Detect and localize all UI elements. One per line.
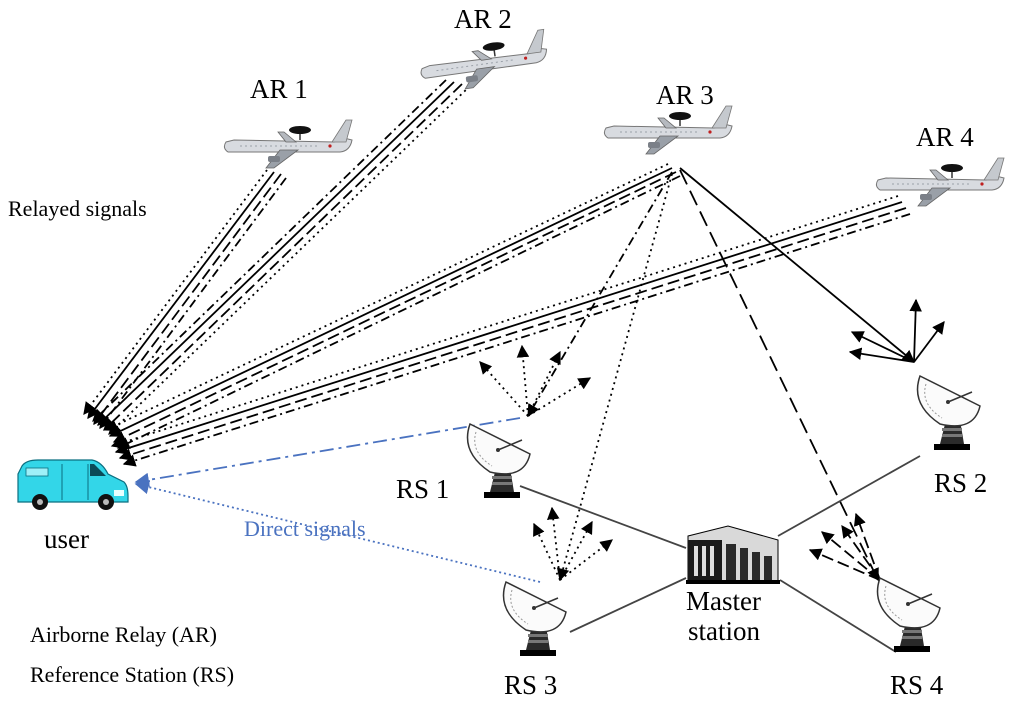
- direct-signal-lines: [134, 417, 541, 583]
- label-ar3: AR 3: [656, 80, 714, 110]
- scatter-rs2: [848, 298, 945, 363]
- label-ar1: AR 1: [250, 74, 308, 104]
- airplane-icon: [875, 157, 1005, 207]
- station-links: [519, 455, 921, 653]
- label-user: user: [44, 524, 89, 554]
- label-rs3: RS 3: [504, 670, 557, 700]
- label-direct-signals: Direct signals: [244, 516, 366, 541]
- scatter-rs4: [808, 512, 881, 581]
- building-icon: [686, 525, 780, 584]
- label-rs4: RS 4: [890, 670, 944, 700]
- label-rs1: RS 1: [396, 474, 449, 504]
- satellite-dish-icon: [502, 581, 567, 657]
- airplane-icon: [416, 28, 552, 96]
- airplane-icon: [603, 105, 733, 155]
- scatter-rs3: [533, 506, 613, 581]
- label-rs2: RS 2: [934, 468, 987, 498]
- scatter-rs1: [479, 344, 592, 417]
- label-master-line2: station: [688, 616, 760, 646]
- label-ar4: AR 4: [916, 122, 974, 152]
- label-relayed-signals: Relayed signals: [8, 196, 147, 221]
- legend-reference-station: Reference Station (RS): [30, 662, 234, 687]
- legend-airborne-relay: Airborne Relay (AR): [30, 622, 217, 647]
- relayed-signal-lines: [83, 79, 911, 467]
- satellite-dish-icon: [876, 577, 941, 653]
- label-ar2: AR 2: [454, 4, 512, 34]
- airplane-icon: [223, 119, 353, 169]
- van-icon: [17, 459, 129, 510]
- label-master-line1: Master: [686, 586, 761, 616]
- ar3-to-stations: [527, 167, 915, 582]
- satellite-dish-icon: [916, 375, 981, 451]
